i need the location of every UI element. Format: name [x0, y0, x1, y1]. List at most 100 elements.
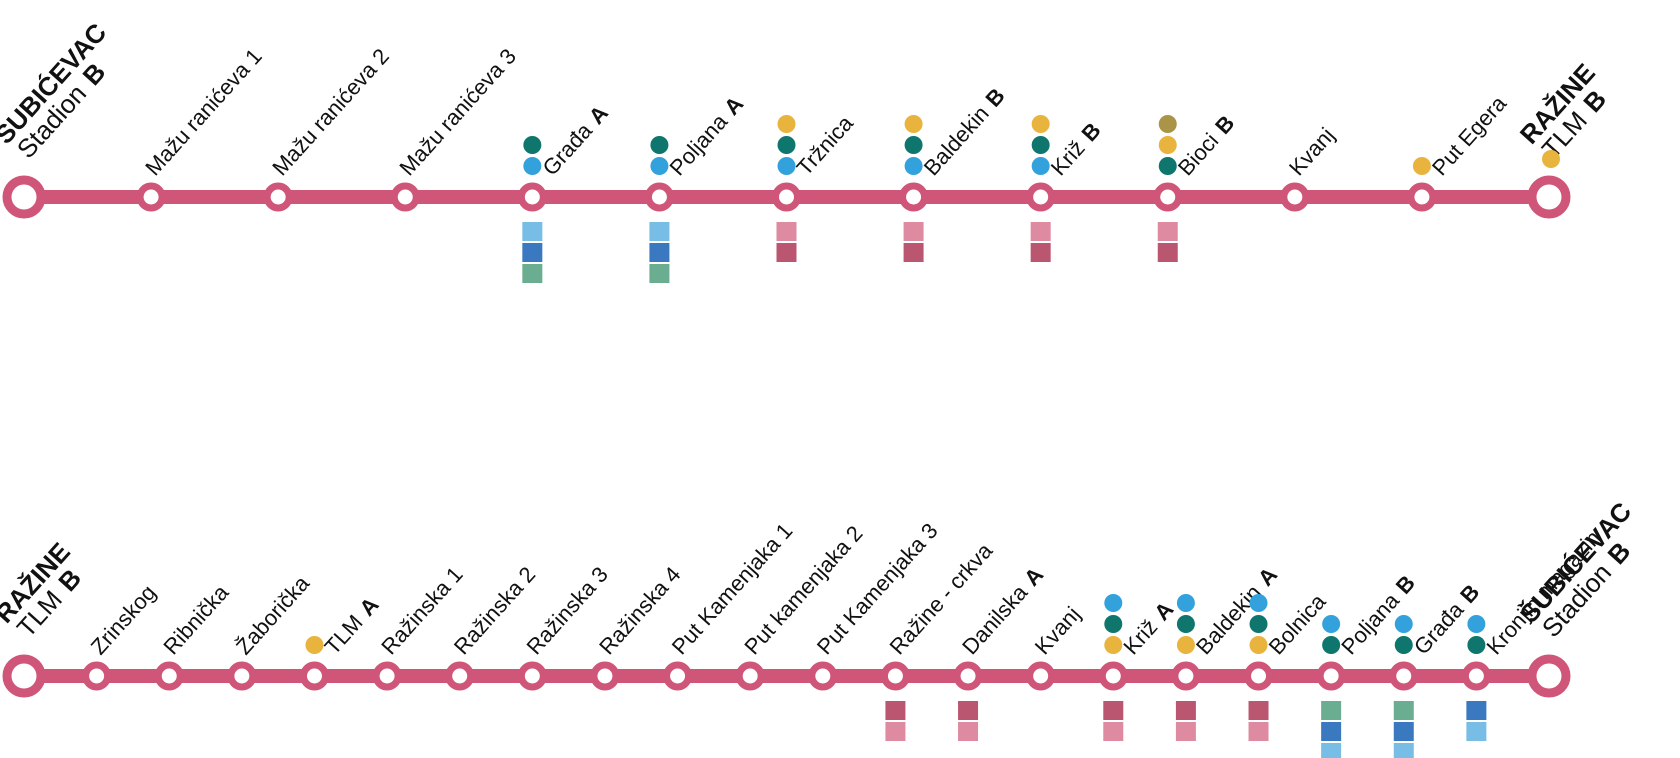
connection-dot-teal	[1176, 615, 1195, 633]
platform-square-green	[1321, 701, 1342, 720]
station-name: Put Egera	[1427, 90, 1512, 180]
station-label: Bolnica	[1264, 588, 1331, 659]
station-marker[interactable]	[1280, 182, 1310, 212]
connection-dot-orange	[1176, 636, 1195, 654]
platform-letter: B	[1391, 570, 1420, 599]
station[interactable]: Kronjin magazin	[1461, 525, 1606, 741]
station-label: Zrinskog	[86, 580, 161, 659]
station-label: Put Kamenjaka 1	[667, 518, 798, 659]
station-label-text: Mažu ranićeva 3	[394, 44, 521, 181]
platform-square-pink	[958, 722, 979, 741]
connection-dot-orange	[904, 115, 923, 133]
platform-letter: A	[354, 592, 383, 621]
station-marker[interactable]	[1461, 661, 1491, 691]
platform-letter: B	[981, 83, 1010, 112]
station-name: Put Kamenjaka 1	[667, 518, 798, 659]
station-label-text: PoljanaA	[665, 91, 749, 180]
station-marker[interactable]	[1153, 182, 1183, 212]
station-label-text: Mažu ranićeva 2	[267, 44, 394, 181]
platform-square-green	[1393, 701, 1414, 720]
station-marker[interactable]	[663, 661, 693, 691]
platform-square-pink	[1248, 722, 1269, 741]
station-marker[interactable]	[880, 661, 910, 691]
station-marker[interactable]	[1098, 661, 1128, 691]
station[interactable]: KrižB	[1026, 115, 1106, 262]
station-label-text: Ribnička	[158, 579, 234, 659]
station-label: BaldekinB	[919, 83, 1010, 180]
platform-square-rose	[1103, 701, 1124, 720]
station-marker[interactable]	[517, 661, 547, 691]
station-marker[interactable]	[1316, 661, 1346, 691]
station-marker[interactable]	[1389, 661, 1419, 691]
station-name: Danilska	[957, 579, 1033, 659]
station-marker[interactable]	[263, 182, 293, 212]
station-marker[interactable]	[1407, 182, 1437, 212]
station-name: TLM	[320, 610, 368, 659]
platform-square-blue	[522, 243, 543, 262]
connection-dot-blue	[650, 157, 669, 175]
terminal-station-marker[interactable]	[1527, 175, 1571, 219]
terminal-station-marker[interactable]	[2, 175, 46, 219]
connection-dot-blue	[1104, 594, 1123, 612]
platform-square-rose	[885, 701, 906, 720]
station-marker[interactable]	[772, 182, 801, 212]
station-label: PoljanaA	[665, 91, 749, 180]
station[interactable]: Mažu ranićeva 3	[390, 44, 521, 212]
connection-dot-orange	[1104, 636, 1123, 654]
station-marker[interactable]	[299, 661, 329, 691]
station-marker[interactable]	[390, 182, 420, 212]
station[interactable]: Bolnica	[1244, 588, 1332, 741]
station-marker[interactable]	[154, 661, 184, 691]
station-marker[interactable]	[1171, 661, 1201, 691]
station-marker[interactable]	[517, 182, 547, 212]
platform-square-pink	[885, 722, 906, 741]
station-marker[interactable]	[227, 661, 257, 691]
station[interactable]: Mažu ranićeva 2	[263, 44, 394, 212]
station-marker[interactable]	[899, 182, 929, 212]
station-marker[interactable]	[1026, 182, 1056, 212]
connection-dot-orange	[777, 115, 796, 133]
platform-square-pink	[903, 222, 924, 241]
station-label: Kvanj	[1284, 123, 1339, 181]
station-marker[interactable]	[1244, 661, 1274, 691]
station-marker[interactable]	[372, 661, 402, 691]
connection-dot-orange	[1249, 636, 1268, 654]
platform-square-lightblue	[649, 222, 670, 241]
station-name: Ribnička	[158, 579, 234, 659]
station-name: Kvanj	[1030, 602, 1085, 660]
terminal-station-marker[interactable]	[2, 654, 46, 698]
station-label: Put Egera	[1427, 90, 1512, 180]
station-label: BiociB	[1173, 110, 1239, 180]
station-marker[interactable]	[82, 661, 112, 691]
platform-square-pink	[776, 222, 797, 241]
station[interactable]: BaldekinB	[899, 83, 1010, 262]
connection-dot-blue	[1249, 594, 1268, 612]
station-label: Mažu ranićeva 1	[140, 44, 267, 181]
station[interactable]: DanilskaA	[953, 562, 1048, 741]
station-marker[interactable]	[644, 182, 674, 212]
station-marker[interactable]	[735, 661, 765, 691]
station[interactable]: Tržnica	[772, 110, 859, 262]
station-label: KrižB	[1046, 118, 1106, 181]
station-marker[interactable]	[1026, 661, 1056, 691]
station-label-text: Put Kamenjaka 1	[667, 518, 798, 659]
station-marker[interactable]	[136, 182, 166, 212]
station-marker[interactable]	[590, 661, 620, 691]
station-marker[interactable]	[953, 661, 983, 691]
terminal-station-marker[interactable]	[1527, 654, 1571, 698]
platform-square-lightblue	[1466, 722, 1487, 741]
station[interactable]: BiociB	[1153, 110, 1240, 262]
station-name: Zrinskog	[86, 580, 161, 659]
station-label: KrižA	[1118, 597, 1178, 660]
station-name: Bolnica	[1264, 588, 1331, 659]
station[interactable]: PoljanaA	[644, 91, 749, 283]
station-marker[interactable]	[808, 661, 838, 691]
station-name: Građa	[1409, 597, 1469, 660]
station-label-text: KrižB	[1046, 118, 1106, 181]
platform-square-rose	[1030, 243, 1051, 262]
station-marker[interactable]	[445, 661, 475, 691]
station[interactable]: Mažu ranićeva 1	[136, 44, 267, 212]
station-label-text: Žaborička	[231, 570, 315, 659]
station[interactable]: KrižA	[1098, 594, 1178, 741]
